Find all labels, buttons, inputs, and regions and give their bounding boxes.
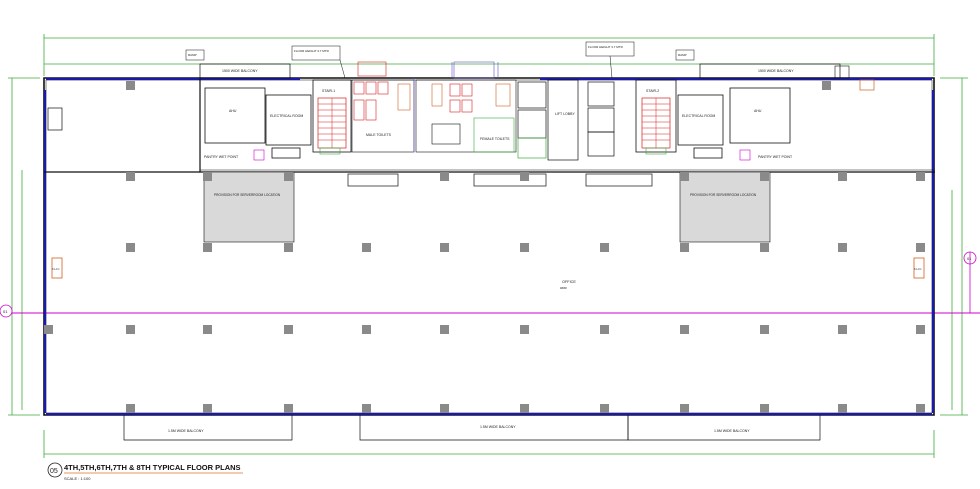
server-zones <box>203 171 771 243</box>
ahu-left-label: AHU <box>229 109 237 113</box>
grid-bubble-left <box>0 304 13 318</box>
electrical-right-label: ELECTRICAL ROOM <box>682 114 715 118</box>
lift-core <box>517 79 615 161</box>
pantry-right-label: PANTRY WET POINT <box>758 155 793 159</box>
balcony-bottom-2-label: 1.5M WIDE BALCONY <box>480 425 516 429</box>
top-notes <box>185 41 695 79</box>
section-grid-line: 01 01 <box>0 251 980 318</box>
electrical-left-label: ELECTRICAL ROOM <box>270 114 303 118</box>
stair-left-label: STAIR-1 <box>322 89 335 93</box>
stair-left <box>312 79 352 155</box>
balcony-top-left-label: 1500 WIDE BALCONY <box>222 69 258 73</box>
duct-shafts <box>357 61 499 79</box>
core-shafts <box>347 173 653 187</box>
office-label: OFFICE <box>562 280 576 284</box>
right-core <box>677 87 791 161</box>
office-sub-label: #### <box>560 286 567 290</box>
ramp-right: RAMP <box>678 53 687 57</box>
fhc-right-label: F.H.C <box>914 267 922 271</box>
male-toilets-label: MALE TOILETS <box>366 133 392 137</box>
pantry-left-label: PANTRY WET POINT <box>204 155 239 159</box>
floor-height-right: FLOOR HEIGHT 3.7 MTR <box>588 45 624 49</box>
sheet-number-bubble <box>47 462 63 478</box>
fhc-left-label: F.H.C <box>52 267 60 271</box>
title-block: 05 4TH,5TH,6TH,7TH & 8TH TYPICAL FLOOR P… <box>47 462 243 481</box>
grid-bubble-left-label: 01 <box>3 309 8 314</box>
service-core-walls <box>44 78 935 173</box>
server-right-label: PROVISION FOR SERVERROOM LOCATION <box>690 193 757 197</box>
balcony-top-right-label: 1500 WIDE BALCONY <box>758 69 794 73</box>
stair-right <box>635 79 677 155</box>
glazing <box>43 77 935 416</box>
drawing-scale: SCALE : 1:100 <box>64 476 91 481</box>
lift-lobby-label: LIFT LOBBY <box>555 112 575 116</box>
stair-right-label: STAIR-2 <box>646 89 659 93</box>
dimension-lines <box>8 34 968 458</box>
outer-walls <box>43 77 935 416</box>
top-balconies <box>199 63 875 91</box>
ramp-left: RAMP <box>188 53 197 57</box>
sheet-number: 05 <box>50 468 58 475</box>
female-toilets-block <box>415 79 517 153</box>
male-toilets-block <box>351 78 415 153</box>
left-core <box>204 87 312 161</box>
floor-height-left: FLOOR HEIGHT 3.7 MTR <box>294 49 330 53</box>
fhc-boxes <box>47 107 925 279</box>
balcony-bottom-1-label: 1.5M WIDE BALCONY <box>168 429 204 433</box>
ahu-right-label: AHU <box>754 109 762 113</box>
female-toilets-label: FEMALE TOILETS <box>480 137 510 141</box>
drawing-title: 4TH,5TH,6TH,7TH & 8TH TYPICAL FLOOR PLAN… <box>64 463 241 472</box>
columns <box>44 81 925 413</box>
bottom-balconies <box>123 415 821 441</box>
balcony-bottom-3-label: 1.5M WIDE BALCONY <box>714 429 750 433</box>
server-left-label: PROVISION FOR SERVERROOM LOCATION <box>214 193 281 197</box>
